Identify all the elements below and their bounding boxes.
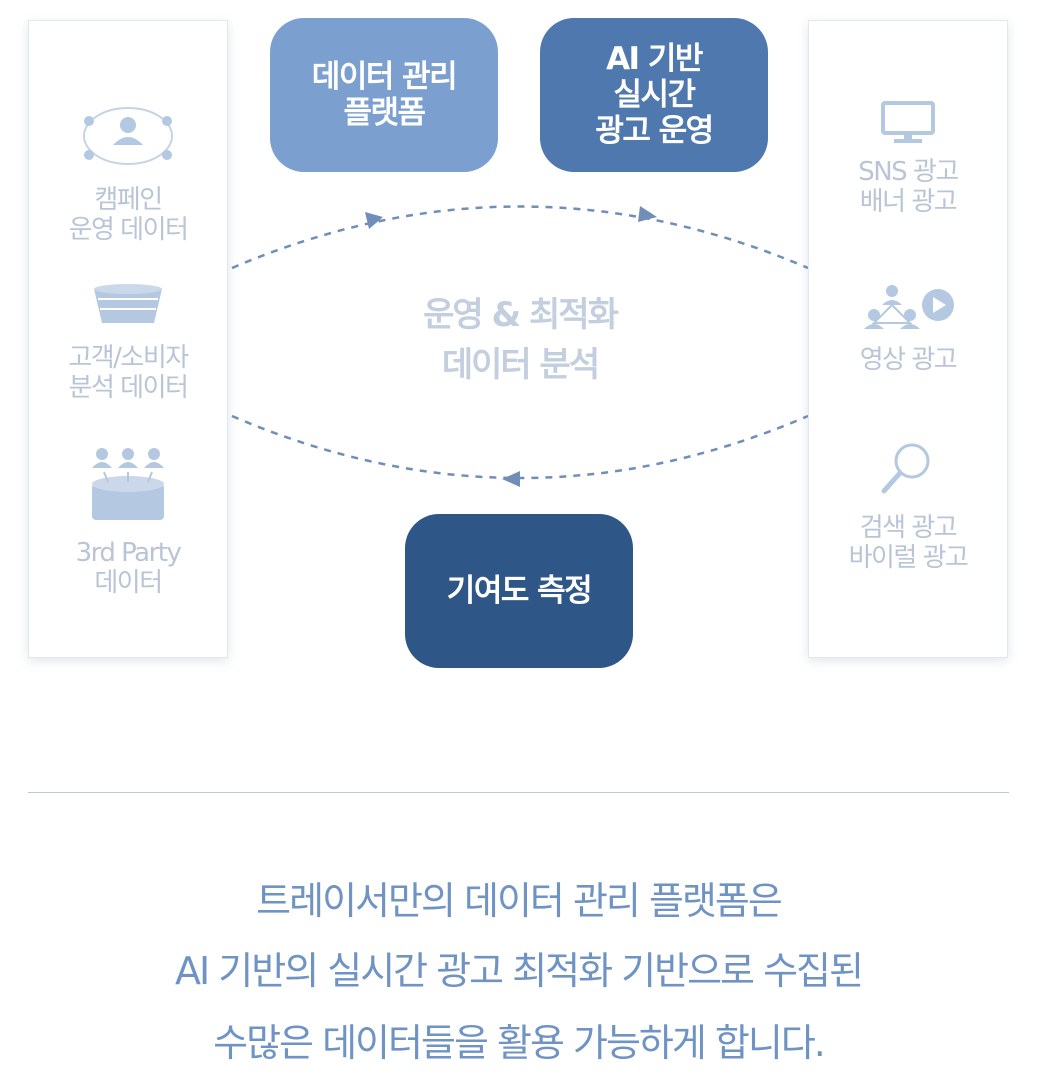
video-ad-item: 영상 광고	[809, 283, 1007, 375]
sns-banner-label: SNS 광고 배너 광고	[858, 157, 959, 217]
caption-line-1: 트레이서만의 데이터 관리 플랫폼은	[256, 879, 783, 923]
bottom-arc	[231, 414, 809, 480]
customer-data-label: 고객/소비자 분석 데이터	[68, 343, 189, 403]
customer-data-item: 고객/소비자 분석 데이터	[29, 283, 227, 403]
database-icon	[94, 284, 162, 323]
ai-ad-operation-box: AI 기반 실시간 광고 운영	[540, 18, 768, 172]
campaign-data-item: 캠페인 운영 데이터	[29, 101, 227, 245]
ad-channels-panel: SNS 광고 배너 광고 영상 광고 검색 광고 바이럴 광고	[808, 20, 1008, 658]
video-network-icon	[864, 285, 954, 329]
campaign-users-icon	[83, 107, 173, 165]
center-analysis-text: 운영 & 최적화 데이터 분석	[423, 295, 619, 385]
search-viral-item: 검색 광고 바이럴 광고	[809, 441, 1007, 573]
cycle-arrows	[231, 205, 809, 487]
arrow-head-left-top	[365, 212, 383, 229]
campaign-data-label: 캠페인 운영 데이터	[68, 185, 189, 245]
caption-line-2: AI 기반의 실시간 광고 최적화 기반으로 수집된	[175, 949, 864, 993]
contribution-measure-box: 기여도 측정	[405, 514, 633, 668]
arrow-head-bottom	[502, 471, 520, 487]
divider	[28, 792, 1009, 793]
data-sources-panel: 캠페인 운영 데이터 고객/소비자 분석 데이터 3rd Party 데이터	[28, 20, 228, 658]
arrow-head-right-top	[638, 206, 657, 222]
data-platform-box: 데이터 관리 플랫폼	[270, 18, 498, 172]
video-ad-label: 영상 광고	[859, 345, 958, 375]
third-party-data-label: 3rd Party 데이터	[75, 538, 182, 598]
monitor-icon	[881, 101, 935, 143]
sns-banner-item: SNS 광고 배너 광고	[809, 101, 1007, 217]
search-viral-label: 검색 광고 바이럴 광고	[848, 513, 969, 573]
top-arc	[231, 205, 809, 270]
third-party-data-item: 3rd Party 데이터	[29, 446, 227, 598]
magnifier-icon	[881, 443, 930, 494]
caption-line-3: 수많은 데이터들을 활용 가능하게 합니다.	[213, 1021, 826, 1065]
third-party-people-icon	[92, 448, 164, 520]
